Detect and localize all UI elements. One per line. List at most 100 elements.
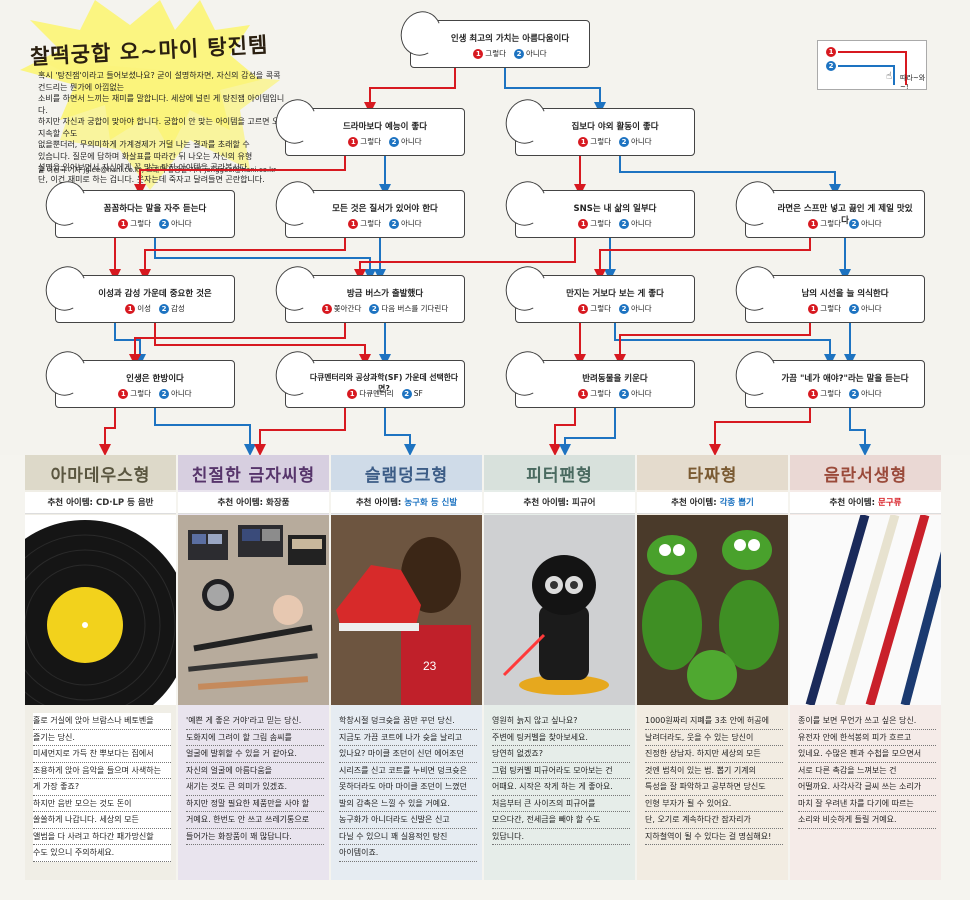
desc-line: 영원히 늙지 않고 싶나요?: [492, 713, 630, 730]
question-text: SNS는 내 삶의 일부다: [573, 204, 657, 214]
desc-line: 수도 있으니 주의하세요.: [33, 845, 171, 862]
answer-1: 그렇다: [590, 137, 611, 146]
answer-2: 아니다: [171, 219, 192, 228]
type-description: 1000원짜리 지폐를 3초 안에 허공에 날려더라도, 웃을 수 있는 당신이…: [645, 713, 783, 845]
question-text: 다큐멘터리와 공상과학(SF) 가운데 선택한다면?: [309, 373, 459, 393]
desc-line: 있나요? 마이클 조던이 신던 에어조던: [339, 746, 477, 763]
type-header: 친절한 금자씨형: [178, 455, 329, 490]
desc-line: '예쁜 게 좋은 거야'라고 믿는 당신.: [186, 713, 324, 730]
desc-line: 처음부터 큰 사이즈의 피규어를: [492, 796, 630, 812]
answer-1: 이성: [137, 304, 151, 313]
type-description: 영원히 늙지 않고 싶나요? 주변에 팅커벨을 찾아보세요. 당연히 없겠죠? …: [492, 713, 630, 845]
desc-line: 새기는 것도 큰 의미가 있겠죠.: [186, 779, 324, 796]
question-text: 드라마보다 예능이 좋다: [342, 122, 428, 132]
desc-line: 아이템이죠.: [339, 845, 477, 862]
desc-line: 인형 부자가 될 수 있어요.: [645, 796, 783, 812]
rec-value: 각종 뽑기: [719, 498, 754, 508]
answer-1: 그렇다: [820, 389, 841, 398]
type-column-peterpan: 피터팬형 추천 아이템:피규어 영원히 늙지 않고 싶나요? 주변에 팅커벨을 …: [484, 455, 635, 880]
question-text: 반려동물을 키운다: [582, 374, 648, 384]
desc-line: 진정한 상남자. 하지만 세상의 모든: [645, 746, 783, 763]
desc-line: 시리즈를 신고 코트를 누비면 덩크슛은: [339, 763, 477, 779]
type-title: 슬램덩크형: [364, 466, 449, 486]
desc-line: 못하더라도 아마 마이클 조던이 느꼈던: [339, 779, 477, 796]
answer-2: 아니다: [401, 137, 422, 146]
answer-2: 아니다: [526, 49, 547, 58]
type-title: 피터팬형: [526, 466, 593, 486]
rec-value: CD·LP 등 음반: [95, 498, 154, 508]
rec-label: 추천 아이템:: [671, 498, 717, 508]
desc-line: 자신의 얼굴에 아름다움을: [186, 763, 324, 779]
answer-2: 아니다: [631, 219, 652, 228]
legend-arrows: [838, 51, 907, 85]
cosmetics-image: [178, 515, 329, 705]
type-description: '예쁜 게 좋은 거야'라고 믿는 당신. 도화지에 그려이 할 그림 솜씨를 …: [186, 713, 324, 845]
rec-label: 추천 아이템:: [217, 498, 263, 508]
desc-line: 거예요. 한번도 안 쓰고 쓰레기통으로: [186, 812, 324, 829]
figure-toy-image: [484, 515, 635, 705]
answer-1: 그렇다: [130, 389, 151, 398]
desc-line: 쏠쏠하게 나갑니다. 세상의 모든: [33, 812, 171, 829]
question-text: 집보다 야외 활동이 좋다: [571, 122, 659, 132]
desc-line: 어때요. 시작은 작게 하는 게 좋아요.: [492, 779, 630, 796]
intro-line: 없을뿐더러, 무의미하게 가계경제가 거덜 나는 결과를 초래할 수: [38, 140, 250, 149]
flow-arrows: [99, 67, 871, 455]
question-text: 이성과 감성 가운데 중요한 것은: [98, 289, 212, 299]
type-header: 슬램덩크형: [331, 455, 482, 490]
recommended-item: 추천 아이템:각종 뽑기: [637, 492, 788, 514]
question-text: 만지는 거보다 보는 게 좋다: [566, 289, 664, 299]
type-description: 학창시절 덩크슛을 꿈만 꾸던 당신. 지금도 가끔 코트에 나가 슛을 날리고…: [339, 713, 477, 862]
frog-dolls-image: [637, 515, 788, 705]
type-title: 친절한 금자씨형: [191, 466, 316, 486]
desc-line: 하지만 정말 필요한 제품만을 사야 할: [186, 796, 324, 812]
desc-line: 소리와 비슷하게 들릴 거예요.: [798, 812, 936, 829]
svg-text:23: 23: [423, 659, 437, 673]
desc-line: 서로 다른 촉감을 느껴보는 건: [798, 763, 936, 779]
desc-line: 날려더라도, 웃을 수 있는 당신이: [645, 730, 783, 746]
desc-line: 종이를 보면 무언가 쓰고 싶은 당신.: [798, 713, 936, 730]
intro-line: 단, 이건 재미로 하는 겁니다. 웃자는데 죽자고 달려들면 곤란합니다.: [38, 174, 265, 184]
rec-label: 추천 아이템:: [829, 498, 875, 508]
answer-2: 아니다: [861, 304, 882, 313]
type-header: 아마데우스형: [25, 455, 176, 490]
type-column-eumranseosaeng: 음란서생형 추천 아이템:문구류 종이를 보면 무언가 쓰고 싶은 당신. 유전…: [790, 455, 941, 880]
type-header: 타짜형: [637, 455, 788, 490]
desc-line: 특성을 잘 파악하고 공부하면 당신도: [645, 779, 783, 796]
desc-line: 그럼 팅커벨 피규어라도 모아보는 건: [492, 763, 630, 779]
legend-number-1: 1: [826, 47, 836, 57]
desc-line: 당연히 없겠죠?: [492, 746, 630, 763]
desc-line: 있네요. 수많은 펜과 수첩을 모으면서: [798, 746, 936, 763]
answer-1: 그렇다: [130, 219, 151, 228]
question-text: 가끔 "네가 애야?"라는 말을 듣는다: [781, 374, 909, 384]
rec-label: 추천 아이템:: [47, 498, 93, 508]
type-title: 아마데우스형: [50, 466, 151, 486]
desc-line: 모으다간, 전세금을 빼야 할 수도: [492, 812, 630, 829]
type-description: 종이를 보면 무언가 쓰고 싶은 당신. 유전자 안에 한석봉의 피가 흐르고 …: [798, 713, 936, 829]
question-text: 라면은 스프만 넣고 끓인 게 제일 맛있다: [777, 204, 913, 226]
answer-1: 그렇다: [820, 304, 841, 313]
desc-line: 지하철역이 될 수 있다는 걸 명심해요!: [645, 829, 783, 845]
type-title: 타짜형: [687, 466, 738, 486]
intro-text: 혹시 '탕진잼'이라고 들어보셨나요? 굳이 설명하자면, 자신의 감성을 콕콕…: [38, 70, 288, 185]
desc-line: 조용하게 앉아 음악을 들으며 사색하는: [33, 763, 171, 779]
rec-value: 피규어: [572, 498, 596, 508]
desc-line: 홀로 거실에 앉아 브람스나 베토벤을: [33, 713, 171, 730]
